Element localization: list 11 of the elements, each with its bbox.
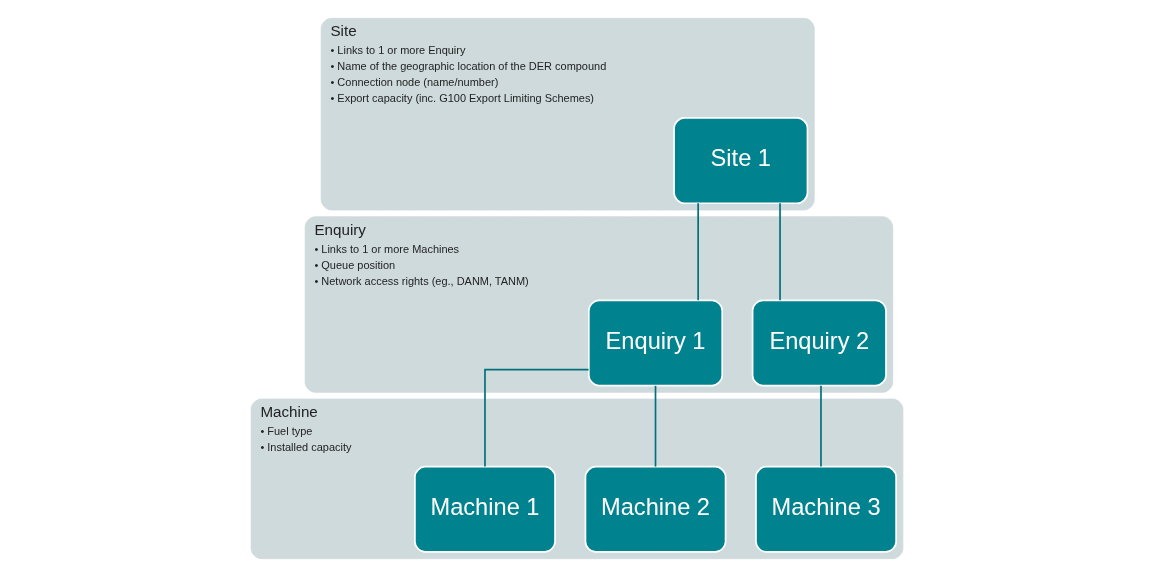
connector bbox=[697, 202, 699, 301]
node-box: Machine 2 bbox=[584, 465, 727, 553]
connector bbox=[820, 384, 822, 468]
node-box: Machine 3 bbox=[755, 465, 897, 553]
connector bbox=[779, 202, 781, 301]
connector bbox=[484, 368, 590, 468]
node-box: Enquiry 2 bbox=[751, 299, 887, 387]
node-box: Site 1 bbox=[673, 117, 809, 205]
node-box: Enquiry 1 bbox=[587, 299, 724, 387]
connector bbox=[654, 384, 657, 468]
node-box: Machine 1 bbox=[414, 465, 556, 553]
